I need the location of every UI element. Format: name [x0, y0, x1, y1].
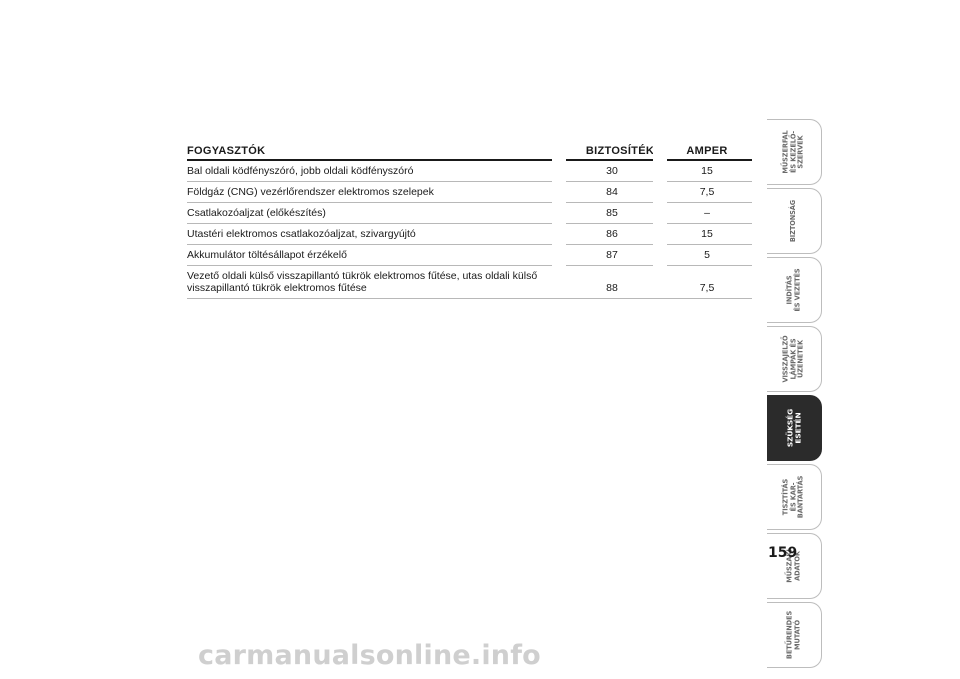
tab-label: SZÜKSÉG ESETÉN [785, 408, 802, 448]
tab-dashboard-controls[interactable]: MŰSZERFAL ÉS KEZELŐ- SZERVEK [767, 119, 822, 185]
row-consumer-line: visszapillantó tükrök elektromos fűtése [187, 282, 367, 294]
row-consumer-line: Vezető oldali külső visszapillantó tükrö… [187, 270, 538, 282]
header-consumers: FOGYASZTÓK [187, 145, 266, 157]
row-fuse: 88 [606, 282, 618, 294]
row-fuse: 30 [606, 165, 618, 177]
row-consumer: Földgáz (CNG) vezérlőrendszer elektromos… [187, 186, 434, 198]
tab-technical-data[interactable]: MŰSZAKI ADATOK [767, 533, 822, 599]
row-consumer: Bal oldali ködfényszóró, jobb oldali köd… [187, 165, 414, 177]
tab-label: MŰSZERFAL ÉS KEZELŐ- SZERVEK [781, 130, 805, 174]
table-row: Vezető oldali külső visszapillantó tükrö… [187, 266, 752, 299]
row-consumer: Csatlakozóaljzat (előkészítés) [187, 207, 326, 219]
tab-label: BETŰRENDES MUTATÓ [785, 610, 801, 660]
row-consumer: Akkumulátor töltésállapot érzékelő [187, 249, 347, 261]
table-row: Bal oldali ködfényszóró, jobb oldali köd… [187, 161, 752, 182]
row-consumer: Vezető oldali külső visszapillantó tükrö… [187, 270, 562, 294]
tab-emergency[interactable]: SZÜKSÉG ESETÉN [767, 395, 822, 461]
row-amper: 5 [704, 249, 710, 261]
tab-maintenance[interactable]: TISZTÍTÁS ÉS KAR- BANTARTÁS [767, 464, 822, 530]
row-amper: 7,5 [699, 282, 715, 294]
table-row: Utastéri elektromos csatlakozóaljzat, sz… [187, 224, 752, 245]
header-fuse: BIZTOSÍTÉK [585, 145, 655, 157]
tab-label: INDÍTÁS ÉS VEZETÉS [785, 268, 801, 312]
row-amper: 15 [701, 165, 713, 177]
page-number: 159 [768, 545, 798, 561]
tab-label: VISSZAJELZŐ LÁMPÁK ÉS ÜZENETEK [781, 335, 805, 383]
row-amper: 15 [701, 228, 713, 240]
row-fuse: 85 [606, 207, 618, 219]
row-consumer: Utastéri elektromos csatlakozóaljzat, sz… [187, 228, 416, 240]
table-row: Csatlakozóaljzat (előkészítés) 85 – [187, 203, 752, 224]
tab-warning-lights[interactable]: VISSZAJELZŐ LÁMPÁK ÉS ÜZENETEK [767, 326, 822, 392]
table-row: Akkumulátor töltésállapot érzékelő 87 5 [187, 245, 752, 266]
chapter-tabs: MŰSZERFAL ÉS KEZELŐ- SZERVEK BIZTONSÁG I… [767, 119, 822, 671]
tab-label: TISZTÍTÁS ÉS KAR- BANTARTÁS [781, 475, 805, 519]
row-fuse: 87 [606, 249, 618, 261]
table-row: Földgáz (CNG) vezérlőrendszer elektromos… [187, 182, 752, 203]
column-gap [653, 141, 667, 295]
table-header: FOGYASZTÓK BIZTOSÍTÉK AMPER [187, 141, 752, 161]
tab-starting-driving[interactable]: INDÍTÁS ÉS VEZETÉS [767, 257, 822, 323]
row-fuse: 86 [606, 228, 618, 240]
header-amper: AMPER [686, 145, 728, 157]
row-amper: – [704, 207, 710, 219]
tab-index[interactable]: BETŰRENDES MUTATÓ [767, 602, 822, 668]
tab-safety[interactable]: BIZTONSÁG [767, 188, 822, 254]
fuse-table: FOGYASZTÓK BIZTOSÍTÉK AMPER Bal oldali k… [187, 141, 752, 299]
watermark: carmanualsonline.info [198, 640, 541, 671]
row-fuse: 84 [606, 186, 618, 198]
row-amper: 7,5 [699, 186, 715, 198]
column-gap [552, 141, 566, 295]
tab-label: BIZTONSÁG [789, 199, 798, 243]
